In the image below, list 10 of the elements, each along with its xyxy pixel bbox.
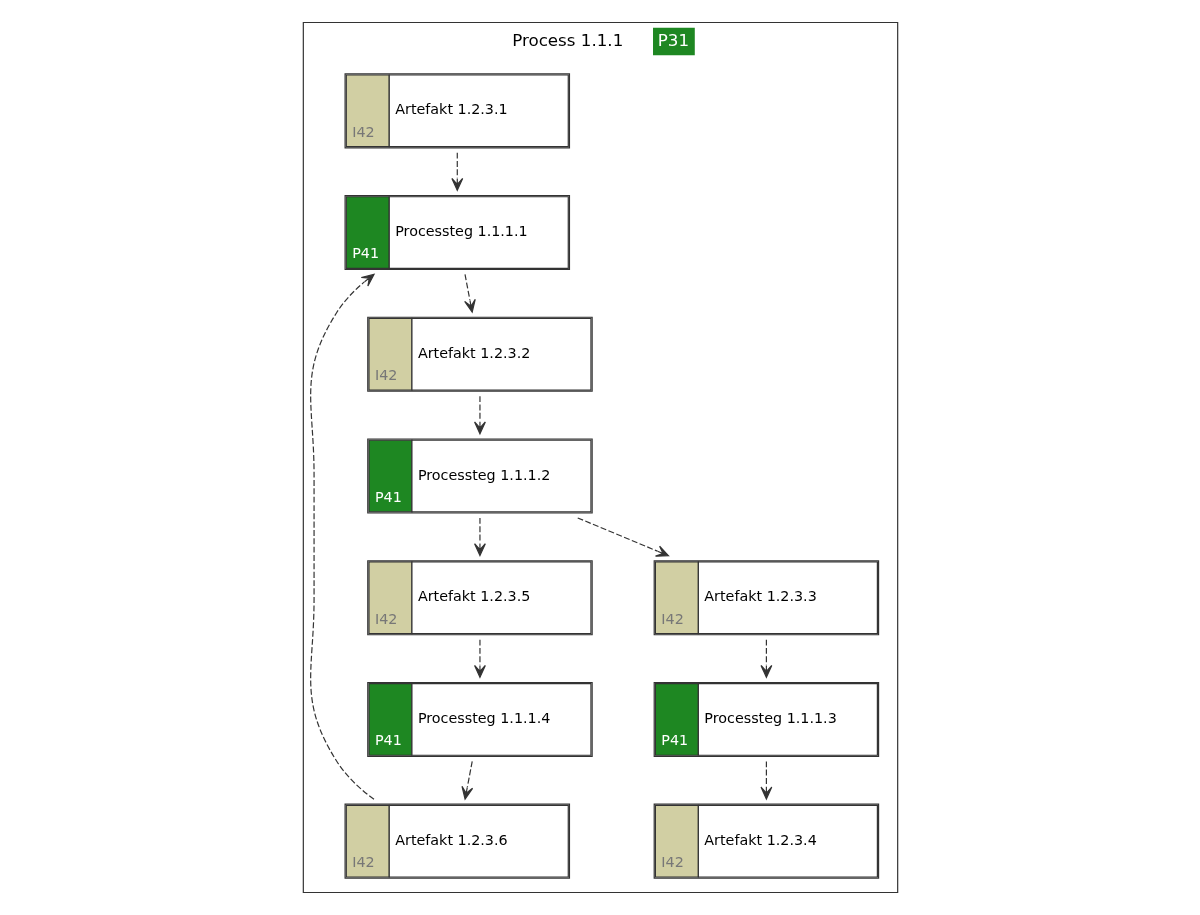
arrow bbox=[759, 760, 772, 800]
arrow bbox=[460, 760, 473, 800]
arrow bbox=[463, 273, 476, 313]
arrow bbox=[759, 639, 772, 678]
arrow bbox=[473, 517, 486, 557]
arrow bbox=[309, 273, 375, 800]
arrow bbox=[473, 395, 486, 435]
arrow bbox=[576, 517, 669, 557]
arrow bbox=[450, 152, 463, 191]
arrow bbox=[473, 639, 486, 678]
